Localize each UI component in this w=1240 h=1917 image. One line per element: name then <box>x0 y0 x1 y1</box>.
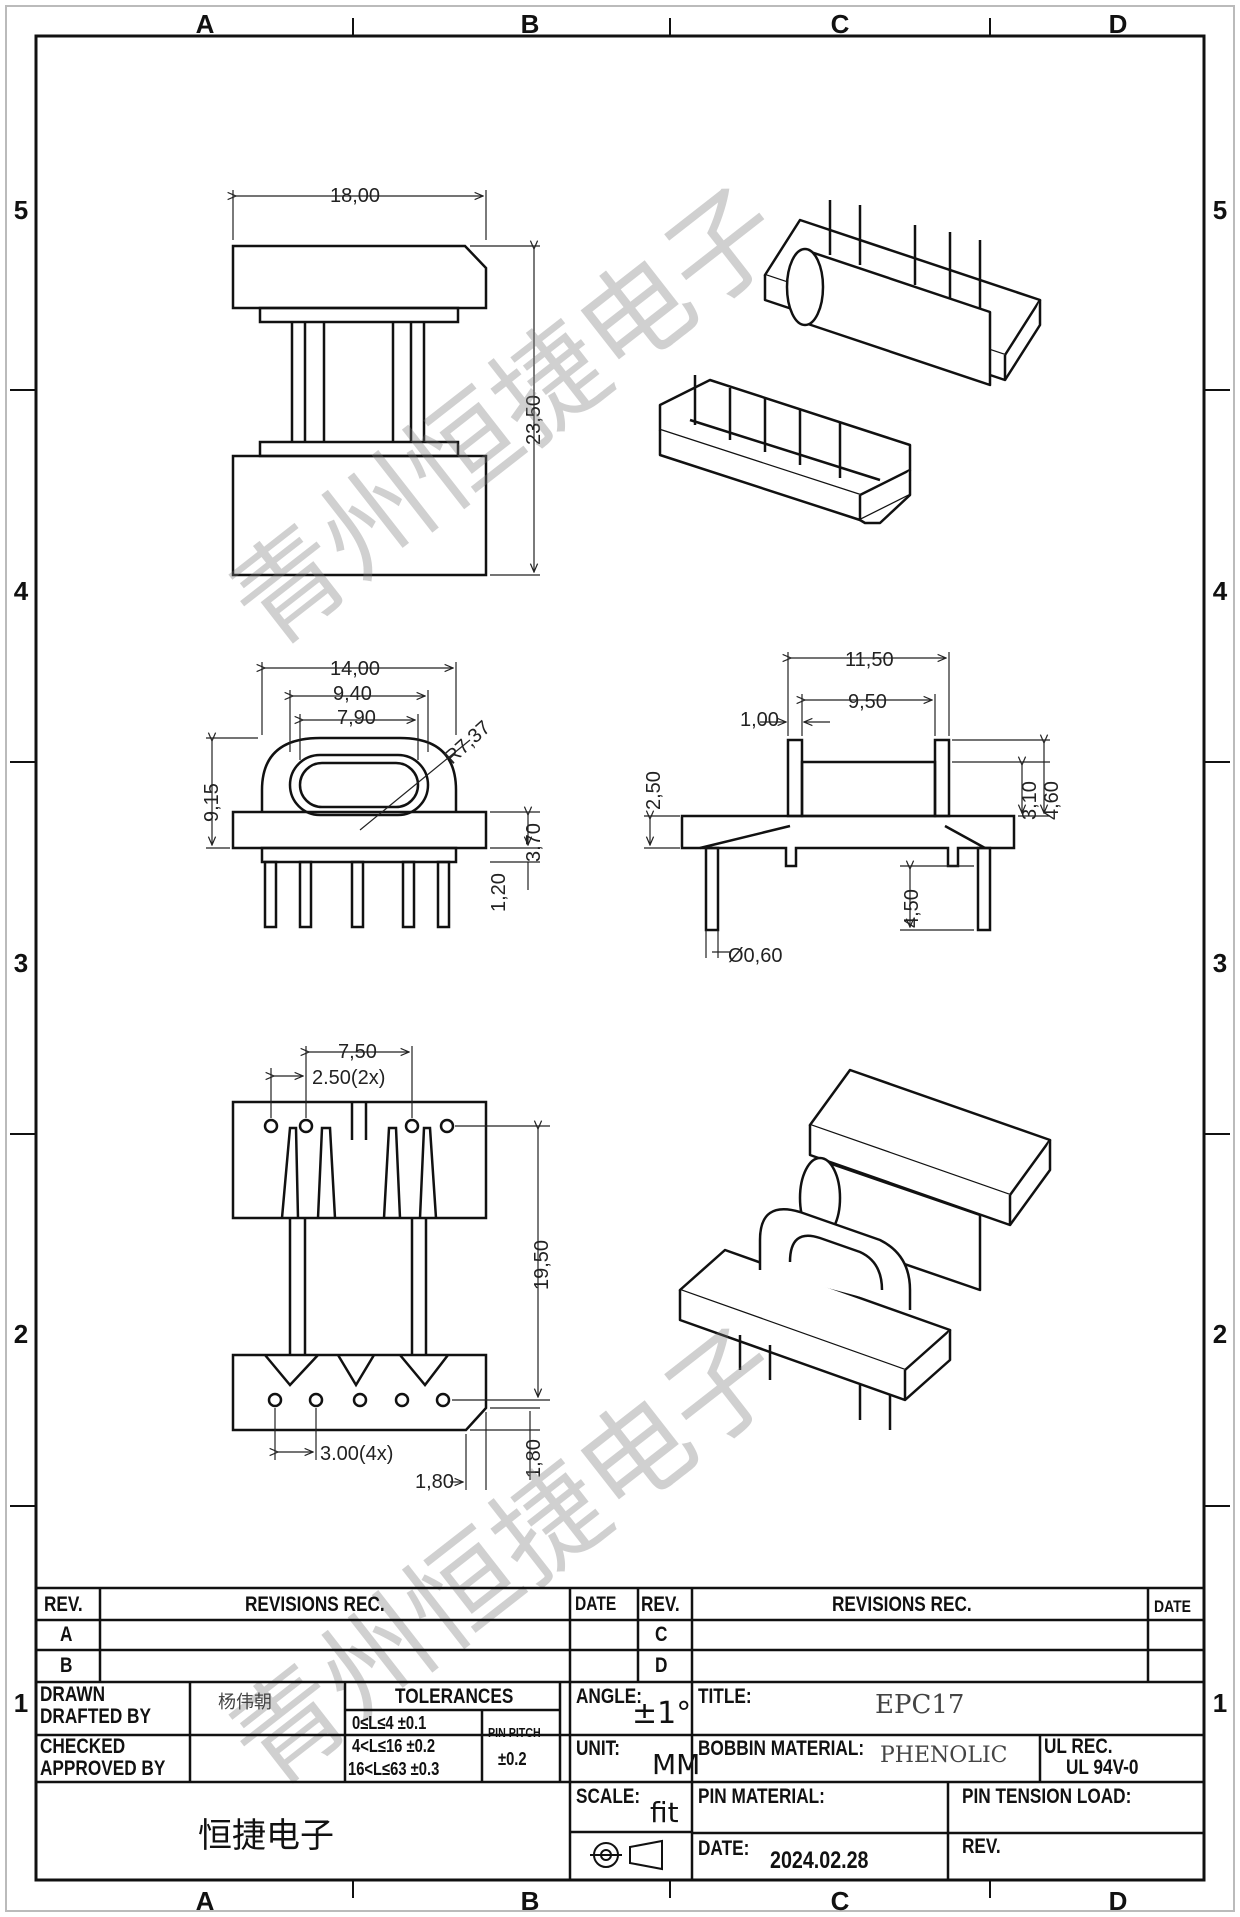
col-label-bottom-d: D <box>1109 1886 1128 1916</box>
outer-border <box>5 5 1235 1912</box>
tolerance-row-2: 4<L≤16 ±0.2 <box>352 1736 436 1756</box>
bobbin-material-value: PHENOLIC <box>880 1743 1008 1768</box>
dim-side-h1: 3,10 <box>1019 781 1041 820</box>
col-label-top-a: A <box>196 9 215 39</box>
angle-value: ±1° <box>632 1696 692 1731</box>
dim-side-wall: 1,00 <box>740 709 779 731</box>
title-value: EPC17 <box>875 1690 965 1720</box>
row-label-right-3: 3 <box>1213 948 1227 978</box>
revisions-header-left: REVISIONS REC. <box>245 1593 385 1616</box>
unit-label: UNIT: <box>576 1737 621 1760</box>
date-header-left: DATE <box>575 1594 617 1615</box>
title-block-grid <box>36 1586 1204 1880</box>
col-label-top-c: C <box>831 9 850 39</box>
dim-front-height: 9,15 <box>201 783 223 822</box>
dim-top-width: 18,00 <box>330 185 380 207</box>
row-label-left-2: 2 <box>14 1319 28 1349</box>
date-value: 2024.02.28 <box>770 1847 869 1874</box>
drawn-label: DRAWN <box>40 1683 106 1706</box>
side-view <box>680 738 1016 932</box>
inner-border <box>34 34 1206 1882</box>
rev-c: C <box>655 1623 668 1646</box>
front-view <box>231 736 488 929</box>
front-view-dims <box>206 662 540 890</box>
angle-label: ANGLE: <box>576 1685 643 1708</box>
dim-front-width: 14,00 <box>330 658 380 680</box>
scale-value: fit <box>650 1796 679 1829</box>
row-label-right-5: 5 <box>1213 195 1227 225</box>
rev-b: B <box>60 1654 73 1677</box>
dim-side-h2: 4,60 <box>1041 781 1063 820</box>
row-label-right-1: 1 <box>1213 1688 1227 1718</box>
pin-tension-label: PIN TENSION LOAD: <box>962 1785 1132 1808</box>
dim-side-pin-len: 4,50 <box>901 889 923 928</box>
zone-ticks <box>10 18 1230 1898</box>
dim-side-pin-dia: Ø0,60 <box>728 945 782 967</box>
row-label-left-3: 3 <box>14 948 28 978</box>
row-label-left-4: 4 <box>14 576 29 606</box>
dim-front-flange: 3,70 <box>523 823 545 862</box>
col-label-top-d: D <box>1109 9 1128 39</box>
bobbin-material-label: BOBBIN MATERIAL: <box>698 1737 865 1760</box>
approved-by-label: APPROVED BY <box>40 1757 166 1780</box>
dim-side-width: 11,50 <box>845 649 894 671</box>
dim-front-inner1: 9,40 <box>333 683 372 705</box>
checked-label: CHECKED <box>40 1735 126 1758</box>
tolerance-row-3: 16<L≤63 ±0.3 <box>348 1759 440 1779</box>
projection-symbol <box>590 1839 663 1871</box>
row-label-left-1: 1 <box>14 1688 28 1718</box>
col-label-top-b: B <box>521 9 540 39</box>
dim-bottom-length: 19,50 <box>531 1240 553 1290</box>
rev-header-right: REV. <box>641 1593 680 1616</box>
ul-rec-value: UL 94V-0 <box>1066 1756 1139 1779</box>
dim-bottom-pitch-bot: 3.00(4x) <box>320 1443 393 1465</box>
top-view <box>231 244 488 577</box>
tolerance-row-1: 0≤L≤4 ±0.1 <box>352 1713 427 1733</box>
dim-bottom-small-h: 1,80 <box>523 1439 545 1478</box>
drafter-name: 杨伟朝 <box>218 1692 272 1713</box>
side-view-dims <box>644 652 1050 958</box>
row-label-left-5: 5 <box>14 195 28 225</box>
dim-front-radius: R7,37 <box>441 717 495 769</box>
col-label-bottom-a: A <box>196 1886 215 1916</box>
scale-label: SCALE: <box>576 1785 641 1808</box>
dim-bottom-pitch-outer: 7,50 <box>338 1041 377 1063</box>
pin-pitch-tolerance: ±0.2 <box>498 1749 527 1769</box>
dim-front-pin: 1,20 <box>488 873 510 912</box>
ul-rec-label: UL REC. <box>1044 1735 1113 1758</box>
dim-top-height: 23,50 <box>523 395 545 445</box>
dim-side-left-h: 2,50 <box>643 771 665 810</box>
col-label-bottom-b: B <box>521 1886 540 1916</box>
unit-value: MM <box>652 1748 701 1781</box>
row-label-right-4: 4 <box>1213 576 1228 606</box>
title-label: TITLE: <box>698 1685 752 1708</box>
drafted-by-label: DRAFTED BY <box>40 1705 151 1728</box>
bottom-view-dims <box>271 1046 550 1490</box>
company-name: 恒捷电子 <box>198 1816 334 1856</box>
dim-front-inner2: 7,90 <box>337 707 376 729</box>
revisions-header-right: REVISIONS REC. <box>832 1593 972 1616</box>
tolerances-label: TOLERANCES <box>395 1685 514 1708</box>
pin-pitch-label: PIN PITCH <box>488 1725 541 1740</box>
date-label: DATE: <box>698 1837 750 1860</box>
pin-material-label: PIN MATERIAL: <box>698 1785 825 1808</box>
date-header-right: DATE <box>1154 1597 1191 1616</box>
bottom-view <box>231 1100 488 1432</box>
dim-side-inner: 9,50 <box>848 691 887 713</box>
isometric-view-bottom <box>678 1068 1052 1430</box>
top-view-dims <box>233 190 540 576</box>
isometric-view-top <box>658 200 1042 525</box>
rev-d: D <box>655 1654 668 1677</box>
dim-bottom-small-w: 1,80 <box>415 1471 454 1493</box>
dim-bottom-pitch-top: 2.50(2x) <box>312 1067 385 1089</box>
col-label-bottom-c: C <box>831 1886 850 1916</box>
row-label-right-2: 2 <box>1213 1319 1227 1349</box>
rev-header-left: REV. <box>44 1593 83 1616</box>
rev-label: REV. <box>962 1835 1001 1858</box>
rev-a: A <box>60 1623 73 1646</box>
